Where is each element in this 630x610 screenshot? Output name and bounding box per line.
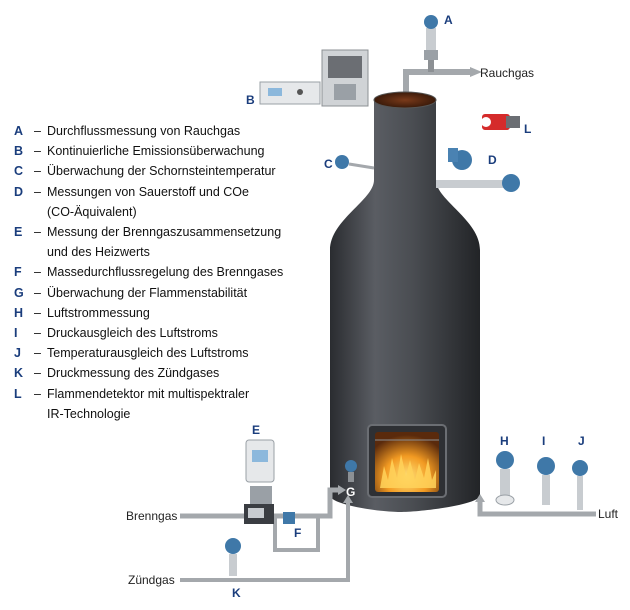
legend-key: B [14, 144, 24, 159]
flue-gas-label: Rauchgas [480, 66, 534, 80]
marker-d: D [488, 153, 497, 167]
legend-key: F [14, 265, 22, 280]
legend-key: H [14, 305, 24, 320]
fuel-gas-label: Brenngas [126, 509, 177, 523]
legend-dash: – [34, 144, 41, 159]
oxygen-analyzer-icon [436, 148, 520, 192]
legend-text: Druckmessung des Zündgases [47, 366, 220, 381]
flue-gas-pipe [403, 67, 482, 95]
legend-dash: – [34, 386, 41, 401]
gas-chromatograph-icon [244, 439, 275, 524]
air-pipe [475, 494, 596, 517]
pilot-gas-pipe [180, 495, 353, 582]
stack-top [374, 92, 436, 108]
legend-dash: – [34, 285, 41, 300]
emission-analyzer-icon [259, 49, 369, 107]
marker-h: H [500, 434, 509, 448]
legend-text-continued: und des Heizwerts [47, 245, 150, 260]
legend-text: Massedurchflussregelung des Brenngases [47, 265, 284, 280]
legend-key: E [14, 225, 23, 240]
legend-text: Überwachung der Flammenstabilität [47, 285, 248, 300]
legend-item: G – Überwachung der Flammenstabilität [14, 283, 314, 303]
flame-stability-sensor-icon [345, 460, 357, 482]
legend-key: D [14, 184, 24, 199]
mass-flow-meter-icon [283, 512, 295, 524]
legend-item: B – Kontinuierliche Emissionsüberwachung [14, 141, 314, 161]
pilot-pressure-transmitter-icon [225, 538, 241, 576]
legend-item: J – Temperaturausgleich des Luftstroms [14, 343, 314, 363]
marker-g: G [346, 485, 355, 499]
legend-text: Druckausgleich des Luftstroms [47, 326, 218, 341]
heater-vessel [330, 91, 480, 512]
legend-dash: – [34, 326, 41, 341]
flame-detector-icon [481, 114, 520, 130]
legend-item: D – Messungen von Sauerstoff und COe [14, 182, 314, 202]
legend-dash: – [34, 265, 41, 280]
legend-key: A [14, 124, 24, 138]
legend-key: I [14, 326, 18, 341]
legend-item: L – Flammendetektor mit multispektraler [14, 384, 314, 404]
legend-key: L [14, 386, 22, 401]
legend-text: Überwachung der Schornsteintemperatur [47, 164, 276, 179]
marker-k: K [232, 586, 241, 600]
legend-text-continued: (CO-Äquivalent) [47, 204, 137, 219]
legend-item: K – Druckmessung des Zündgases [14, 363, 314, 383]
marker-c: C [324, 157, 333, 171]
pressure-transmitter-icon [537, 457, 555, 505]
marker-l: L [524, 122, 531, 136]
legend-dash: – [34, 346, 41, 361]
legend-dash: – [34, 124, 41, 138]
marker-j: J [578, 434, 585, 448]
legend-item: C – Überwachung der Schornsteintemperatu… [14, 161, 314, 181]
legend-text: Luftstrommessung [47, 305, 150, 320]
legend-text: Kontinuierliche Emissionsüberwachung [47, 144, 265, 159]
legend-key: J [14, 346, 21, 361]
marker-a: A [444, 13, 453, 27]
air-temperature-transmitter-icon [572, 460, 588, 510]
legend-item: H – Luftstrommessung [14, 303, 314, 323]
air-flow-meter-icon [495, 451, 515, 506]
temperature-transmitter-icon [335, 155, 375, 170]
marker-i: I [542, 434, 545, 448]
air-label: Luft [598, 507, 619, 521]
legend-item: A – Durchflussmessung von Rauchgas [14, 121, 314, 141]
legend-text-continued: IR-Technologie [47, 406, 131, 421]
legend-dash: – [34, 225, 41, 240]
legend-item: F – Massedurchflussregelung des Brenngas… [14, 262, 314, 282]
legend-text: Flammendetektor mit multispektraler [47, 386, 250, 401]
legend-text: Messung der Brenngaszusammensetzung [47, 225, 282, 240]
marker-f: F [294, 526, 301, 540]
legend-item: E – Messung der Brenngaszusammensetzung [14, 222, 314, 242]
pilot-gas-label: Zündgas [128, 573, 175, 587]
legend-key: C [14, 164, 24, 179]
legend-dash: – [34, 305, 41, 320]
legend-text: Temperaturausgleich des Luftstroms [47, 346, 249, 361]
flow-meter-icon [424, 15, 438, 72]
legend-dash: – [34, 366, 41, 381]
marker-b: B [246, 93, 255, 107]
flame-icon [380, 454, 436, 488]
legend-key: K [14, 366, 24, 381]
legend-text: Durchflussmessung von Rauchgas [47, 124, 241, 138]
legend-dash: – [34, 164, 41, 179]
legend-text: Messungen von Sauerstoff und COe [47, 184, 249, 199]
legend-key: G [14, 285, 24, 300]
marker-e: E [252, 423, 260, 437]
legend-item: I – Druckausgleich des Luftstroms [14, 323, 314, 343]
legend-dash: – [34, 184, 41, 199]
legend: A – Durchflussmessung von Rauchgas B – K… [14, 121, 314, 424]
firebox-window [367, 424, 447, 498]
